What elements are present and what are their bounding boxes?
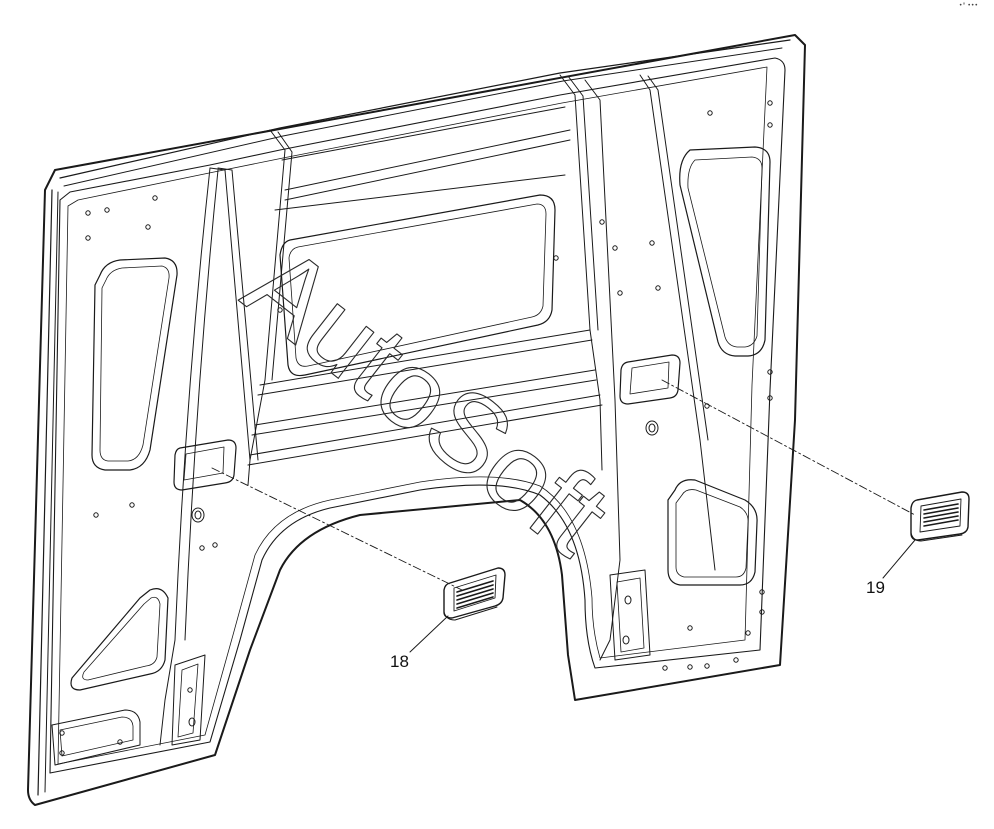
part-18-vent-grille: [443, 567, 506, 621]
center-window: [279, 194, 556, 377]
left-bottom-pocket: [51, 654, 206, 766]
callout-leaders: [409, 539, 916, 653]
callout-19: 19: [866, 578, 885, 597]
corner-mark: •° •••: [958, 2, 978, 9]
part-19-vent-grille: [910, 491, 970, 542]
right-lower-window: [609, 479, 758, 661]
horizontal-ribs: [247, 106, 603, 466]
right-vent-opening: [619, 354, 681, 405]
left-upper-window: [91, 257, 178, 471]
rear-panel: [27, 34, 806, 806]
right-upper-window: [679, 146, 771, 357]
mounting-holes: [59, 100, 773, 756]
left-lower-triangle: [70, 588, 169, 691]
callout-18: 18: [390, 652, 409, 671]
assembly-lines: [211, 379, 916, 591]
